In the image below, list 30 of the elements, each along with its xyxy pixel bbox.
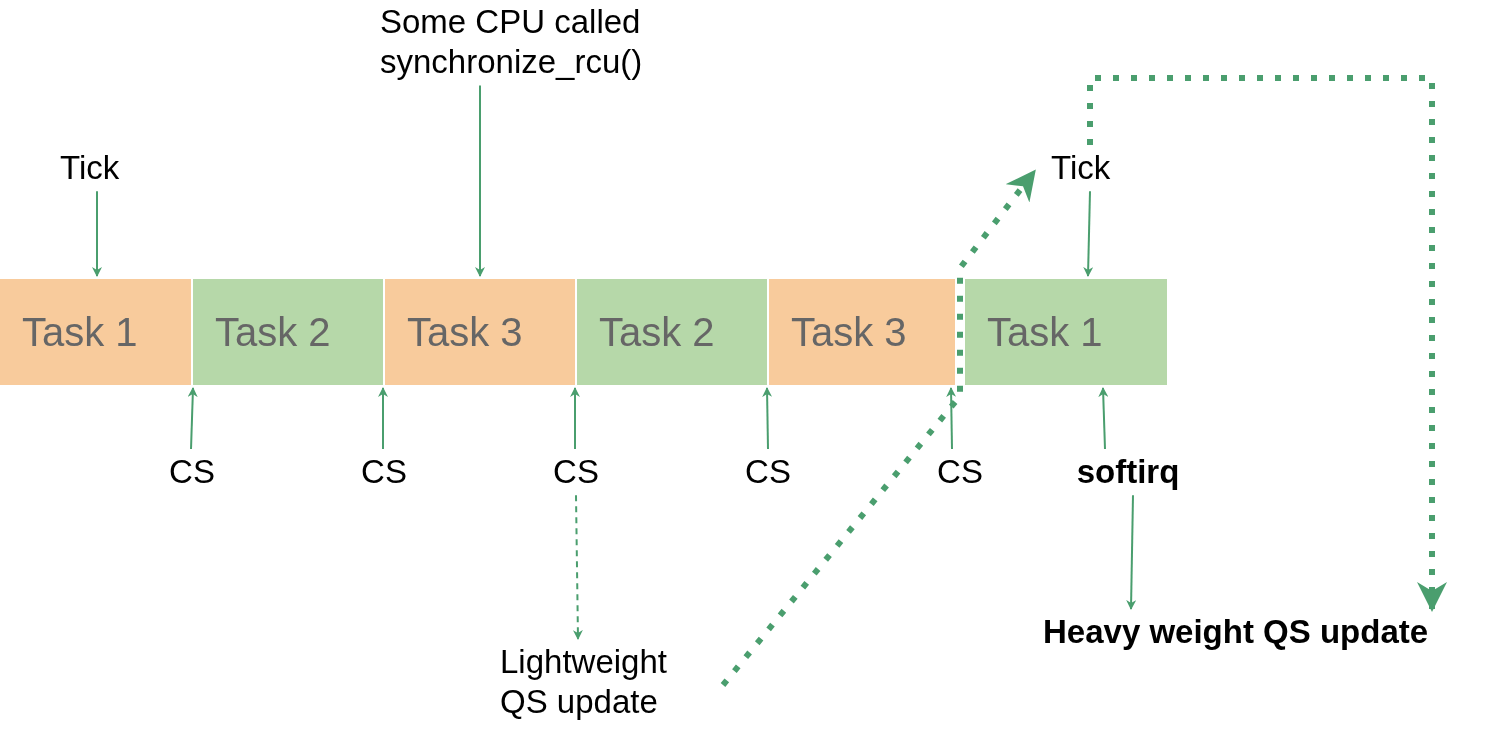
arrow [187, 387, 198, 450]
dotted-arrow [720, 169, 1037, 687]
annotation-label: Tick [1051, 148, 1111, 189]
arrow [762, 387, 773, 450]
bold-label: Heavy weight QS update [1043, 612, 1429, 653]
arrow [92, 190, 102, 277]
arrow [475, 84, 485, 277]
dotted-arrow [572, 494, 583, 640]
annotation-label: CS [361, 452, 407, 493]
task-block: Task 3 [769, 279, 955, 385]
dotted-arrow [1087, 75, 1447, 612]
task-block: Task 3 [385, 279, 575, 385]
arrow [570, 387, 580, 450]
arrow [1083, 190, 1094, 277]
annotation-label: CS [169, 452, 215, 493]
arrow [946, 387, 957, 450]
arrow [378, 387, 388, 450]
task-block: Task 1 [0, 279, 191, 385]
arrow [1098, 387, 1109, 450]
annotation-label: CS [553, 452, 599, 493]
bold-label: softirq [1076, 452, 1180, 493]
task-block: Task 1 [965, 279, 1167, 385]
annotation-label: CS [937, 452, 983, 493]
arrow [1126, 494, 1137, 610]
task-block: Task 2 [577, 279, 767, 385]
annotation-label: Tick [60, 148, 120, 189]
task-block: Task 2 [193, 279, 383, 385]
annotation-label: CS [745, 452, 791, 493]
annotation-label: Lightweight QS update [500, 642, 720, 723]
annotation-label: Some CPU called synchronize_rcu() [380, 2, 700, 83]
